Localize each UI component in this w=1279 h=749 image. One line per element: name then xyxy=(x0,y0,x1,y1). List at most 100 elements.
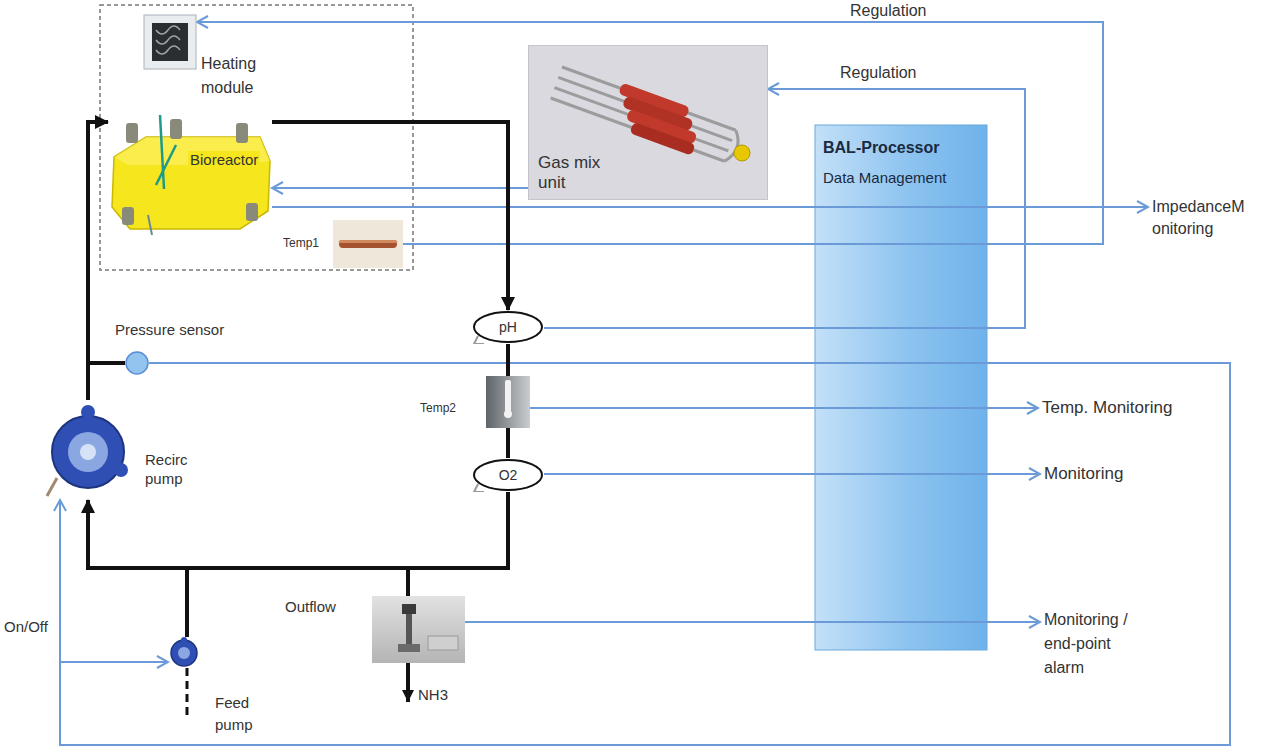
illustration-part xyxy=(144,15,196,69)
illustration-part xyxy=(126,352,148,374)
illustration-part xyxy=(126,123,138,143)
illustration-part xyxy=(333,220,403,268)
bioreactor: Bioreactor xyxy=(108,115,272,235)
monitoring-text: Monitoring xyxy=(1040,464,1123,484)
illustration-part xyxy=(474,484,484,492)
illustration-part xyxy=(112,137,270,229)
illustration-part xyxy=(504,410,512,418)
edge-label: Regulation xyxy=(848,2,929,20)
illustration-part xyxy=(333,220,403,268)
recirculation-pump: Recirc pump xyxy=(45,400,130,500)
illustration-part xyxy=(156,145,176,185)
illustration-part xyxy=(125,351,149,375)
temperature-sensor: Temp2 xyxy=(486,376,530,428)
illustration-part xyxy=(629,122,695,156)
node-label: Temp2 xyxy=(420,400,456,416)
flow-line xyxy=(88,500,187,637)
signal-line xyxy=(272,206,1148,208)
signal-line xyxy=(197,22,1103,244)
illustration-part xyxy=(505,380,511,412)
illustration-part xyxy=(156,26,180,54)
signal-line xyxy=(544,473,1040,475)
illustration-part xyxy=(47,478,57,496)
node-label: Monitoring / end-point alarm xyxy=(1040,608,1148,680)
gas-mix-unit: Gas mix unit xyxy=(528,45,768,200)
flow-line xyxy=(88,363,125,400)
node-label: Feed pump xyxy=(215,692,253,736)
node-label: Temp1 xyxy=(283,235,319,251)
illustration-part xyxy=(178,647,190,659)
node-label: Outflow xyxy=(285,598,336,616)
illustration-part xyxy=(52,416,124,488)
feed-pump: Feed pump xyxy=(168,637,200,668)
illustration-part xyxy=(170,119,182,139)
flow-line xyxy=(408,492,508,596)
heated-region-outline xyxy=(100,5,413,270)
annotation: On/Off xyxy=(4,618,48,636)
illustration-part xyxy=(406,614,412,648)
illustration-part xyxy=(734,145,750,161)
node-label: Gas mix unit xyxy=(538,153,610,193)
alarm-text: Monitoring / end-point alarm xyxy=(1040,608,1148,680)
processor-band: BAL-ProcessorData Management xyxy=(815,125,987,650)
pressure-sensor: Pressure sensor xyxy=(125,351,149,375)
flow-line xyxy=(506,428,510,458)
edge-label: Regulation xyxy=(838,64,919,82)
signal-line xyxy=(60,363,1230,745)
annotation: NH3 xyxy=(418,686,448,704)
monitoring-text: ImpedanceM onitoring xyxy=(1148,196,1256,240)
illustration-part xyxy=(152,23,188,61)
processor-band xyxy=(815,125,987,650)
node-label: O2 xyxy=(472,458,544,492)
illustration-part xyxy=(81,405,95,419)
illustration-part xyxy=(122,207,134,225)
flow-line xyxy=(88,122,108,400)
node-label: pH xyxy=(472,310,544,344)
flow-line xyxy=(272,122,508,310)
illustration-part xyxy=(339,240,397,243)
illustration-part xyxy=(171,640,197,666)
illustration-part xyxy=(80,444,96,460)
node-label: Data Management xyxy=(823,169,946,187)
illustration-part xyxy=(428,636,458,650)
illustration-part xyxy=(236,123,248,143)
illustration-part xyxy=(372,596,465,663)
illustration-part xyxy=(529,46,768,200)
illustration-part xyxy=(372,596,465,663)
illustration-part xyxy=(474,336,484,344)
signal-line xyxy=(60,363,1230,745)
illustration-part xyxy=(148,215,152,235)
signal-line xyxy=(272,187,528,189)
flow-line xyxy=(506,344,510,376)
illustration-part xyxy=(143,14,197,70)
illustration-part xyxy=(45,400,130,500)
illustration-part xyxy=(339,240,397,248)
illustration-part xyxy=(246,203,258,221)
feed-inlet-pipe xyxy=(186,668,189,720)
heating-module: Heating module xyxy=(143,14,197,70)
oxygen-sensor: O2 xyxy=(472,458,544,492)
node-label: ImpedanceM onitoring xyxy=(1148,196,1256,240)
ph-sensor: pH xyxy=(472,310,544,344)
node-label: Heating module xyxy=(201,52,256,100)
flow-line xyxy=(88,492,508,568)
temperature-sensor: Temp1 xyxy=(333,220,403,268)
monitoring-text: Temp. Monitoring xyxy=(1038,398,1172,418)
illustration-part xyxy=(168,637,200,668)
outflow-sensor: Outflow xyxy=(372,596,465,663)
node-label: Recirc pump xyxy=(145,450,188,488)
illustration-part xyxy=(68,432,108,472)
illustration-part xyxy=(486,376,530,428)
node-label: Bioreactor xyxy=(188,151,260,169)
illustration-part xyxy=(114,463,128,477)
illustration-part xyxy=(486,376,530,428)
node-label: Monitoring xyxy=(1040,464,1123,484)
illustration-part xyxy=(108,115,272,235)
signal-line xyxy=(530,407,1038,409)
illustration-part xyxy=(398,644,420,652)
node-label: Pressure sensor xyxy=(115,321,224,339)
node-label: BAL-Processor xyxy=(823,139,939,157)
illustration-part xyxy=(402,604,416,614)
signal-line xyxy=(465,621,1040,623)
